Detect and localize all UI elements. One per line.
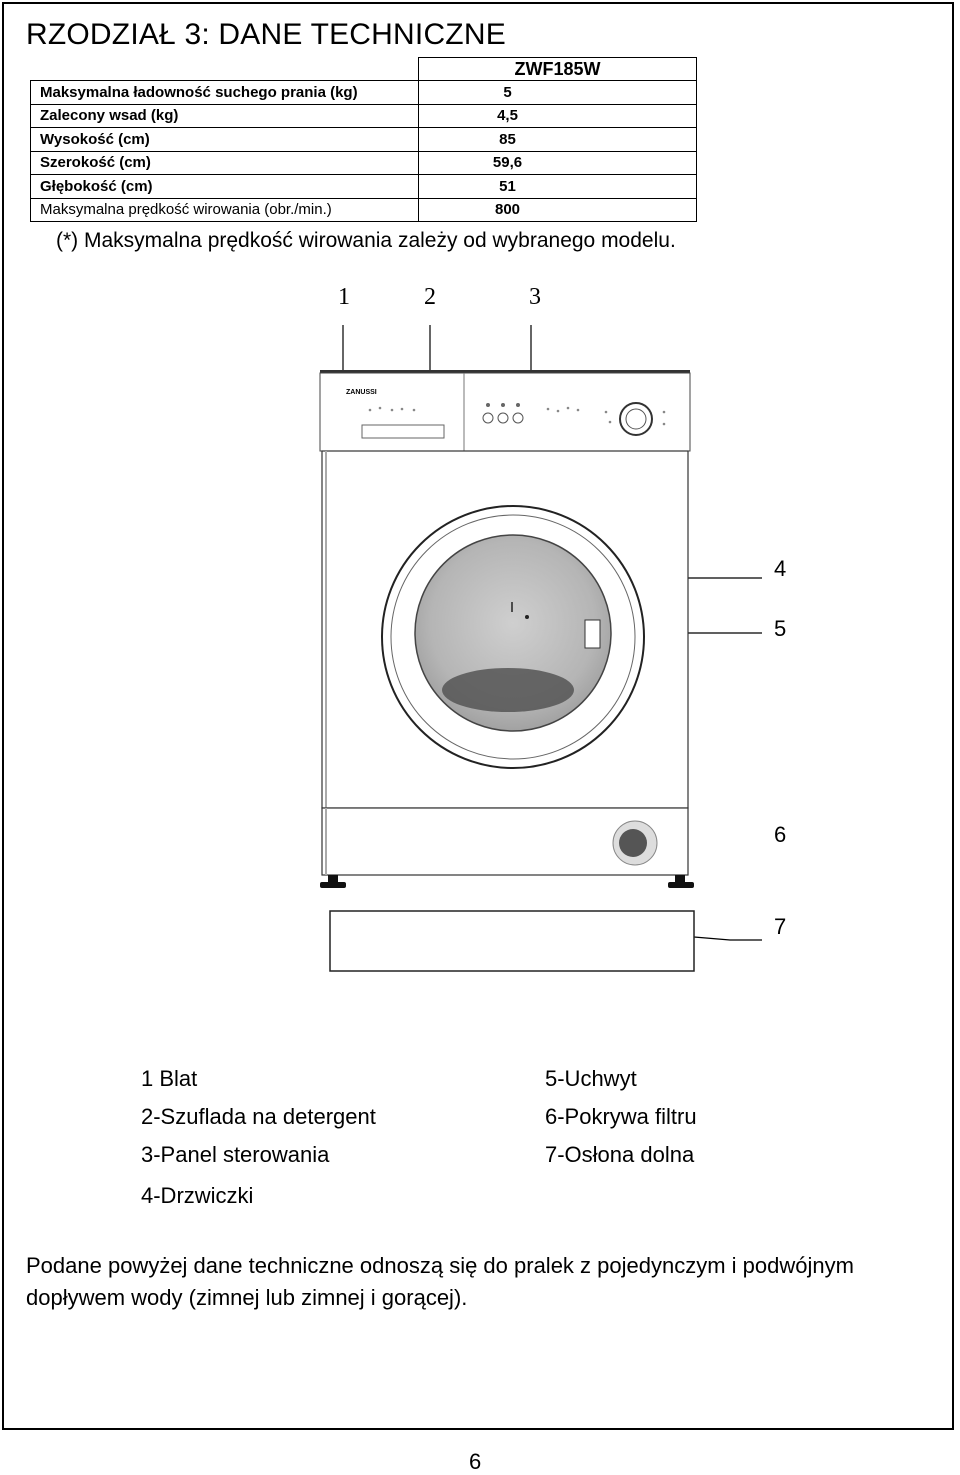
spin-speed-note: (*) Maksymalna prędkość wirowania zależy… <box>56 229 676 252</box>
spec-model-header: ZWF185W <box>418 57 697 81</box>
callout-label-2: 2 <box>424 284 436 310</box>
spec-value: 4,5 <box>418 103 697 128</box>
footer-note: Podane powyżej dane techniczne odnoszą s… <box>26 1253 854 1310</box>
page-frame <box>2 2 954 1430</box>
callout-label-5: 5 <box>774 616 787 641</box>
callout-label-4: 4 <box>774 556 787 581</box>
legend-item: 7-Osłona dolna <box>545 1142 695 1167</box>
foot-left <box>328 875 338 883</box>
spec-table: ZWF185W Maksymalna ładowność suchego pra… <box>30 57 697 222</box>
callout-line-7 <box>693 936 762 941</box>
indicator-icon <box>516 403 520 407</box>
spec-value: 85 <box>418 127 697 152</box>
button-icon <box>482 412 494 424</box>
spec-label: Maksymalna ładowność suchego prania (kg) <box>30 80 419 105</box>
callout-label-6: 6 <box>774 822 787 847</box>
callout-label-7: 7 <box>774 914 787 939</box>
worktop <box>320 370 690 373</box>
callout-label-1: 1 <box>338 284 350 310</box>
table-row: Szerokość (cm) 59,6 <box>30 150 697 175</box>
bottom-cover <box>329 910 695 972</box>
button-icon <box>512 412 524 424</box>
callout-label-3: 3 <box>529 284 541 310</box>
foot-right-base <box>668 882 694 888</box>
brand-logo: ZANUSSI <box>346 389 377 396</box>
indicator-icon <box>501 403 505 407</box>
indicator-icon <box>486 403 490 407</box>
table-row: Zalecony wsad (kg) 4,5 <box>30 103 697 128</box>
foot-right <box>675 875 685 883</box>
spec-label: Zalecony wsad (kg) <box>30 103 419 128</box>
spec-value: 5 <box>418 80 697 105</box>
legend-item: 2-Szuflada na detergent <box>141 1104 376 1129</box>
legend-item: 3-Panel sterowania <box>141 1142 330 1167</box>
foot-left-base <box>320 882 346 888</box>
panel-dots <box>368 406 666 426</box>
washing-machine-diagram: ZANUSSI <box>319 325 762 972</box>
filter-cover-inner-icon <box>619 829 647 857</box>
spec-value: 59,6 <box>418 150 697 175</box>
drum-shadow <box>442 668 574 712</box>
page-number: 6 <box>469 1449 482 1474</box>
legend-item: 4-Drzwiczki <box>141 1183 254 1208</box>
spec-label: Maksymalna prędkość wirowania (obr./min.… <box>30 197 419 222</box>
legend-item: 6-Pokrywa filtru <box>545 1104 697 1129</box>
legend-item: 1 Blat <box>141 1066 198 1091</box>
page-title: RZODZIAŁ 3: DANE TECHNICZNE <box>26 18 506 51</box>
drum-dot <box>525 615 529 619</box>
table-row: Głębokość (cm) 51 <box>30 174 697 199</box>
table-row: Maksymalna prędkość wirowania (obr./min.… <box>30 197 697 222</box>
spec-table-header-row: ZWF185W <box>31 57 697 81</box>
legend-item: 5-Uchwyt <box>545 1066 637 1091</box>
detergent-drawer <box>361 424 445 439</box>
spec-label: Wysokość (cm) <box>30 127 419 152</box>
spec-value: 800 <box>418 197 697 222</box>
table-row: Maksymalna ładowność suchego prania (kg)… <box>30 80 697 105</box>
table-row: Wysokość (cm) 85 <box>30 127 697 152</box>
spec-label: Głębokość (cm) <box>30 174 419 199</box>
button-icon <box>497 412 509 424</box>
door-handle <box>584 619 601 649</box>
program-dial-knob-icon <box>625 408 647 430</box>
